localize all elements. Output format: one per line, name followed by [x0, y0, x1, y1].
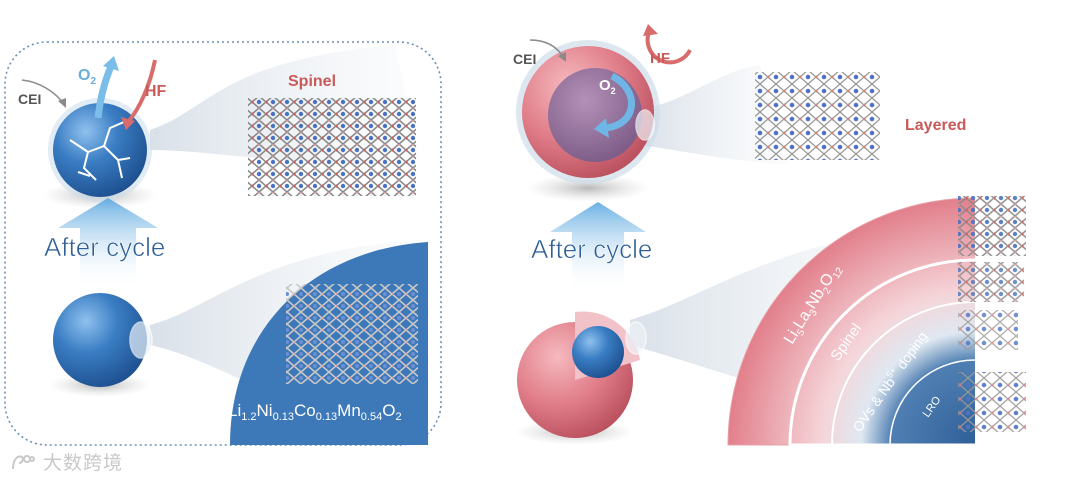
cei-pointer-head: [58, 98, 66, 108]
watermark-logo-icon: [12, 455, 35, 470]
o2-arrow-head: [103, 56, 119, 71]
lro-boundary: [889, 359, 976, 446]
right-cei-label: CEI: [513, 51, 536, 67]
right-o2-label: O2: [599, 77, 616, 96]
cei-label: CEI: [18, 91, 41, 107]
right-hf-label: HF: [650, 50, 670, 67]
spinel-structure-thumb: [958, 262, 1024, 302]
watermark: 大数跨境: [10, 448, 123, 475]
right-top-magnify-beam: [640, 65, 790, 165]
right-cei-pointer-head: [558, 52, 566, 62]
right-bottom-magnify-window: [625, 321, 647, 355]
magnify-window: [129, 321, 153, 359]
layered-lattice: [755, 72, 880, 160]
after-cycle-arrow-right: [550, 202, 646, 292]
coated-particle-shadow: [526, 174, 650, 202]
lro-structure-thumb: [958, 372, 1026, 432]
pristine-particle: [53, 293, 147, 387]
spinel-boundary: [788, 258, 976, 447]
o2-circular-arrow: [604, 72, 635, 132]
o2-circular-arrow-head: [594, 118, 609, 138]
doped-structure-thumb: [958, 310, 1018, 350]
cutaway-core: [572, 326, 624, 378]
left-panel-border: [4, 41, 442, 446]
cracked-particle: [53, 103, 147, 197]
bulk-lattice: [286, 284, 418, 384]
left-panel: O2 HF CEI Spinel After cycle Li1.2Ni0.13…: [4, 41, 442, 446]
spinel-label: Spinel: [288, 73, 336, 90]
right-panel: O2 HF CEI Layered After cycle Li5La3Nb2: [513, 24, 1026, 447]
hf-deflect-arrow: [645, 29, 692, 65]
hf-arrow-head: [121, 117, 135, 130]
spinel-lattice: [248, 98, 416, 196]
formula-label: Li1.2Ni0.13Co0.13Mn0.54O2: [228, 401, 402, 423]
hf-attack-arrow: [126, 59, 157, 124]
hf-label: HF: [145, 83, 167, 100]
llno-structure-thumb: [958, 196, 1026, 256]
doping-boundary: [830, 301, 976, 446]
outer-layer-edge: [727, 197, 976, 446]
watermark-text: 大数跨境: [43, 452, 124, 474]
after-cycle-arrow-left: [58, 198, 158, 290]
after-cycle-label-right: After cycle: [531, 234, 652, 264]
o2-release-arrow: [94, 62, 116, 119]
after-cycle-label-left: After cycle: [44, 232, 165, 262]
right-magnify-window: [635, 109, 655, 141]
inner-core: [548, 68, 642, 162]
o2-label: O2: [78, 67, 96, 87]
layered-label: Layered: [905, 117, 966, 134]
hf-deflect-arrow-head: [643, 24, 658, 36]
particle-cracks: [69, 121, 131, 181]
